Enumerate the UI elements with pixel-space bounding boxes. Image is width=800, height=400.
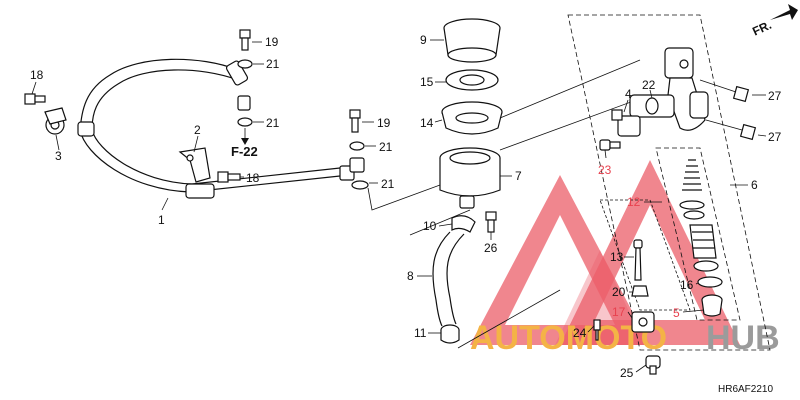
callout-4: 4: [625, 87, 632, 101]
hose-grommet: [77, 121, 95, 137]
callout-19-lower: 19: [377, 116, 391, 130]
piston: [689, 224, 717, 259]
mounting-bolt-lower: [705, 119, 757, 141]
callout-15: 15: [420, 75, 434, 89]
hose-joint: [349, 157, 365, 173]
callout-3: 3: [55, 149, 62, 163]
snap-ring: [697, 276, 723, 288]
front-direction-label: FR.: [750, 18, 773, 39]
bracket-bolt: [217, 171, 241, 183]
reference-label: F-22: [231, 144, 258, 159]
callout-14: 14: [420, 116, 434, 130]
oil-bolt-upper: [239, 29, 251, 51]
callout-7: 7: [515, 169, 522, 183]
callout-12: 12: [627, 195, 641, 209]
reservoir-hose-inner: [446, 233, 465, 325]
piston-boot: [701, 294, 723, 317]
callout-27-lower: 27: [768, 130, 782, 144]
watermark: AUTOMOTO HUB: [470, 160, 780, 357]
callout-16: 16: [680, 278, 694, 292]
callout-5: 5: [673, 306, 680, 320]
reservoir-hose-outer: [432, 231, 451, 327]
callout-17: 17: [612, 305, 626, 319]
callout-24: 24: [573, 326, 587, 340]
callout-23: 23: [598, 163, 612, 177]
callout-6: 6: [751, 178, 758, 192]
small-screw: [599, 139, 621, 151]
lock-nut: [631, 285, 649, 297]
push-rod-joint: [631, 311, 655, 333]
callout-8: 8: [407, 269, 414, 283]
hose-banjo-fitting: [237, 95, 251, 111]
callout-13: 13: [610, 250, 624, 264]
hose-bracket: [178, 147, 211, 183]
callout-27-upper: 27: [768, 89, 782, 103]
clamp-bolt: [24, 93, 46, 105]
callout-21-d: 21: [381, 177, 395, 191]
callout-26: 26: [484, 241, 498, 255]
sealing-washer-1: [237, 59, 253, 69]
hose-fitting-lower: [185, 183, 215, 199]
callout-9: 9: [420, 33, 427, 47]
callout-20: 20: [612, 285, 626, 299]
piston-cup: [693, 260, 719, 272]
hose-joint-connector: [611, 109, 641, 137]
diaphragm-plate: [445, 69, 499, 91]
watermark-text-hub: HUB: [706, 319, 780, 357]
reservoir-diaphragm: [441, 101, 503, 135]
callout-11: 11: [414, 326, 427, 340]
callout-25: 25: [620, 366, 634, 380]
callout-2: 2: [194, 123, 201, 137]
diagram-code: HR6AF2210: [718, 384, 773, 395]
reference-arrow-icon: [241, 138, 249, 145]
reservoir-bolt: [485, 211, 497, 233]
connector-o-ring: [645, 97, 659, 115]
callout-18-left: 18: [30, 68, 44, 82]
callout-18-bracket: 18: [246, 171, 260, 185]
front-arrow-icon: [770, 4, 798, 20]
callout-19-upper: 19: [265, 35, 279, 49]
callout-22: 22: [642, 78, 656, 92]
callout-21-c: 21: [379, 140, 393, 154]
callout-10: 10: [423, 219, 437, 233]
hose-clip-lower: [440, 324, 460, 344]
watermark-triangles: [470, 160, 740, 345]
master-cylinder-frame: [567, 14, 771, 351]
reservoir-tank: [439, 147, 501, 209]
callout-21-a: 21: [266, 57, 280, 71]
push-rod: [633, 239, 643, 281]
reservoir-cap: [443, 18, 501, 63]
cotter-clip: [645, 355, 661, 375]
hose-clamp: [44, 107, 67, 135]
callout-21-b: 21: [266, 116, 280, 130]
oil-bolt-lower: [349, 109, 361, 133]
mounting-bolt-upper: [699, 79, 750, 103]
sealing-washer-2: [237, 117, 253, 127]
piston-kit-frame: [655, 147, 741, 321]
return-spring: [679, 159, 705, 220]
brake-hose: [77, 58, 355, 199]
sealing-washer-3: [349, 141, 365, 151]
hose-clip-upper: [451, 215, 476, 233]
joint-pin: [593, 319, 601, 341]
callout-1: 1: [158, 213, 165, 227]
hose-fitting-upper: [225, 60, 249, 86]
callouts: 1 2 3 4 5 6 7 8 9 10 11 12 13 14 15 16 1: [30, 33, 782, 380]
sealing-washer-4: [351, 180, 369, 190]
front-direction-indicator: FR.: [750, 4, 798, 39]
